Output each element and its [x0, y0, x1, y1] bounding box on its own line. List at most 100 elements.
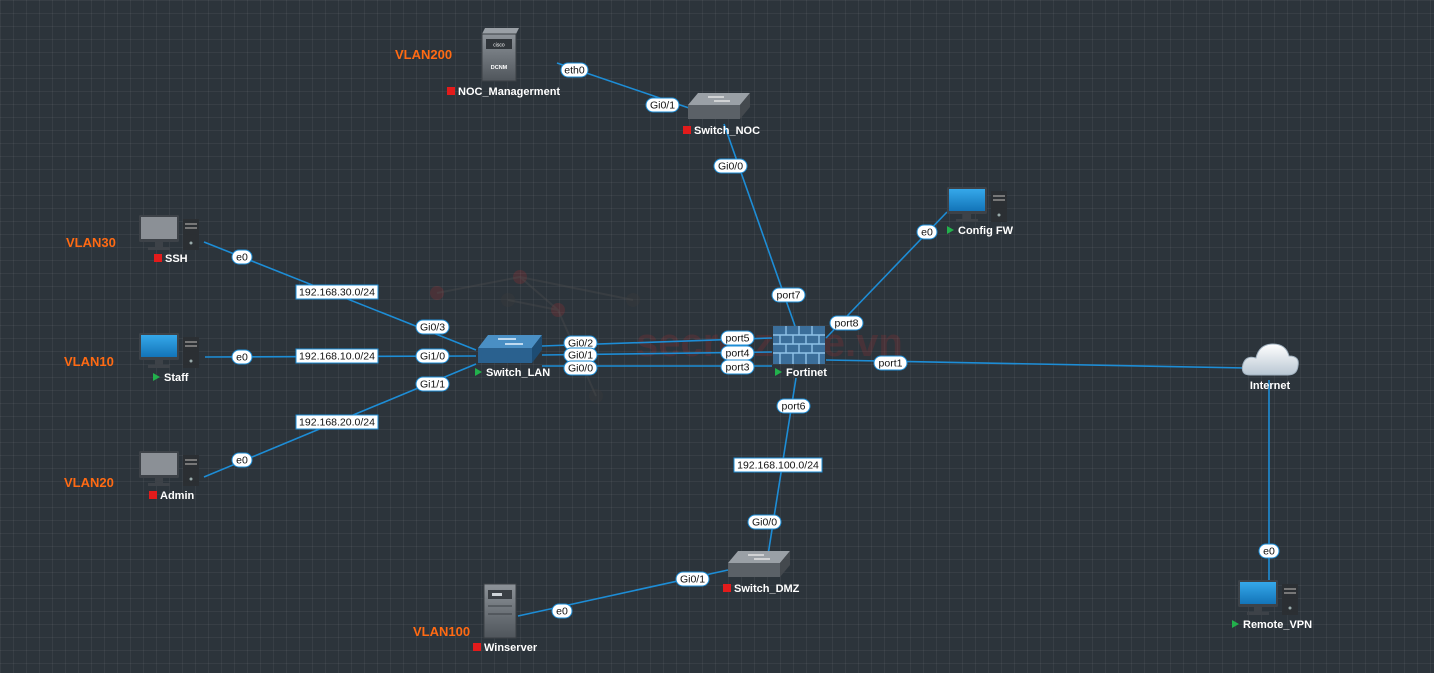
- status-stopped-icon: [473, 643, 481, 651]
- port-switchnoc-gi00: Gi0/0: [713, 158, 748, 174]
- node-label: Switch_DMZ: [734, 583, 800, 595]
- vlan30-label: VLAN30: [66, 235, 116, 250]
- port-ssh-e0: e0: [231, 249, 253, 265]
- svg-text:port8: port8: [835, 318, 859, 330]
- svg-text:e0: e0: [921, 227, 933, 239]
- port-staff-e0: e0: [231, 349, 253, 365]
- node-internet[interactable]: Internet: [1241, 343, 1299, 392]
- node-noc-managerment[interactable]: cisco DCNM NOC_Managerment: [447, 28, 560, 98]
- status-stopped-icon: [447, 87, 455, 95]
- desktop-computer-icon: [1238, 580, 1298, 615]
- svg-text:192.168.100.0/24: 192.168.100.0/24: [737, 460, 819, 472]
- port-dmz-gi01: Gi0/1: [675, 571, 710, 587]
- status-stopped-icon: [149, 491, 157, 499]
- svg-text:port7: port7: [777, 290, 801, 302]
- svg-text:Gi0/0: Gi0/0: [718, 161, 743, 173]
- desktop-computer-icon: [139, 333, 199, 368]
- dcnm-server-icon: cisco DCNM: [481, 28, 519, 82]
- svg-text:Gi0/1: Gi0/1: [680, 574, 705, 586]
- svg-text:cisco: cisco: [493, 43, 505, 49]
- svg-text:Gi0/0: Gi0/0: [568, 363, 593, 375]
- node-label: Config FW: [958, 225, 1014, 237]
- node-staff[interactable]: Staff: [139, 333, 199, 384]
- port-lan-gi10: Gi1/0: [415, 348, 450, 364]
- node-label: Switch_NOC: [694, 125, 760, 137]
- node-fortinet[interactable]: Fortinet: [773, 326, 827, 379]
- switch-icon: [687, 92, 751, 120]
- node-admin[interactable]: Admin: [139, 451, 199, 502]
- svg-text:192.168.20.0/24: 192.168.20.0/24: [299, 417, 375, 429]
- port-fw-port3: port3: [720, 359, 755, 375]
- net-label-30: 192.168.30.0/24: [295, 284, 379, 300]
- port-admin-e0: e0: [231, 452, 253, 468]
- net-label-100: 192.168.100.0/24: [733, 457, 823, 473]
- node-label: Switch_LAN: [486, 367, 550, 379]
- svg-text:192.168.30.0/24: 192.168.30.0/24: [299, 287, 375, 299]
- svg-text:Gi0/0: Gi0/0: [752, 517, 777, 529]
- port-fw-port6: port6: [776, 398, 811, 414]
- status-stopped-icon: [723, 584, 731, 592]
- port-fw-port1: port1: [873, 355, 908, 371]
- status-running-icon: [1232, 620, 1239, 628]
- vlan20-label: VLAN20: [64, 475, 114, 490]
- svg-text:Gi0/3: Gi0/3: [420, 322, 445, 334]
- node-label: Internet: [1250, 380, 1291, 392]
- node-switch-dmz[interactable]: Switch_DMZ: [723, 550, 800, 595]
- node-ssh[interactable]: SSH: [139, 215, 199, 265]
- node-label: SSH: [165, 253, 188, 265]
- node-remote-vpn[interactable]: Remote_VPN: [1232, 580, 1312, 631]
- port-fw-port5: port5: [720, 330, 755, 346]
- watermark-text: secretzone.vn: [636, 321, 903, 365]
- svg-text:port5: port5: [726, 333, 750, 345]
- svg-text:192.168.10.0/24: 192.168.10.0/24: [299, 351, 375, 363]
- port-fw-port4: port4: [720, 345, 755, 361]
- status-running-icon: [775, 368, 782, 376]
- vlan100-label: VLAN100: [413, 624, 470, 639]
- status-running-icon: [475, 368, 482, 376]
- server-tower-icon: [483, 583, 517, 639]
- port-switchnoc-gi01: Gi0/1: [645, 97, 680, 113]
- svg-text:e0: e0: [236, 252, 248, 264]
- status-running-icon: [153, 373, 160, 381]
- svg-text:port3: port3: [726, 362, 750, 374]
- node-winserver[interactable]: Winserver: [473, 583, 538, 654]
- svg-text:e0: e0: [236, 352, 248, 364]
- desktop-computer-icon: [139, 451, 199, 486]
- port-vpn-e0: e0: [1258, 543, 1280, 559]
- switch-icon: [477, 334, 543, 364]
- node-label: Fortinet: [786, 367, 827, 379]
- port-lan-gi02: Gi0/2: [563, 335, 598, 351]
- node-switch-lan[interactable]: Switch_LAN: [475, 334, 550, 379]
- node-label: Staff: [164, 372, 189, 384]
- vlan10-label: VLAN10: [64, 354, 114, 369]
- port-configfw-e0: e0: [916, 224, 938, 240]
- svg-text:Gi0/2: Gi0/2: [568, 338, 593, 350]
- desktop-computer-icon: [139, 215, 199, 250]
- cloud-icon: [1241, 343, 1299, 376]
- svg-text:Gi0/1: Gi0/1: [568, 350, 593, 362]
- node-config-fw[interactable]: Config FW: [947, 187, 1014, 237]
- port-noc-eth0: eth0: [560, 62, 589, 78]
- port-lan-gi01: Gi0/1: [563, 347, 598, 363]
- node-switch-noc[interactable]: Switch_NOC: [683, 92, 760, 137]
- node-label: Admin: [160, 490, 195, 502]
- svg-text:port4: port4: [726, 348, 750, 360]
- status-stopped-icon: [154, 254, 162, 262]
- port-lan-gi11: Gi1/1: [415, 376, 450, 392]
- status-stopped-icon: [683, 126, 691, 134]
- status-running-icon: [947, 226, 954, 234]
- node-label: Remote_VPN: [1243, 619, 1312, 631]
- node-label: Winserver: [484, 642, 538, 654]
- watermark: secretzone.vn: [430, 270, 903, 403]
- svg-text:e0: e0: [236, 455, 248, 467]
- svg-text:eth0: eth0: [564, 65, 585, 77]
- svg-text:port6: port6: [782, 401, 806, 413]
- port-fw-port7: port7: [771, 287, 806, 303]
- svg-text:Gi1/0: Gi1/0: [420, 351, 445, 363]
- svg-text:port1: port1: [879, 358, 903, 370]
- firewall-icon: [773, 326, 825, 364]
- node-label: NOC_Managerment: [458, 86, 560, 98]
- dcnm-text: DCNM: [491, 65, 508, 71]
- vlan200-label: VLAN200: [395, 47, 452, 62]
